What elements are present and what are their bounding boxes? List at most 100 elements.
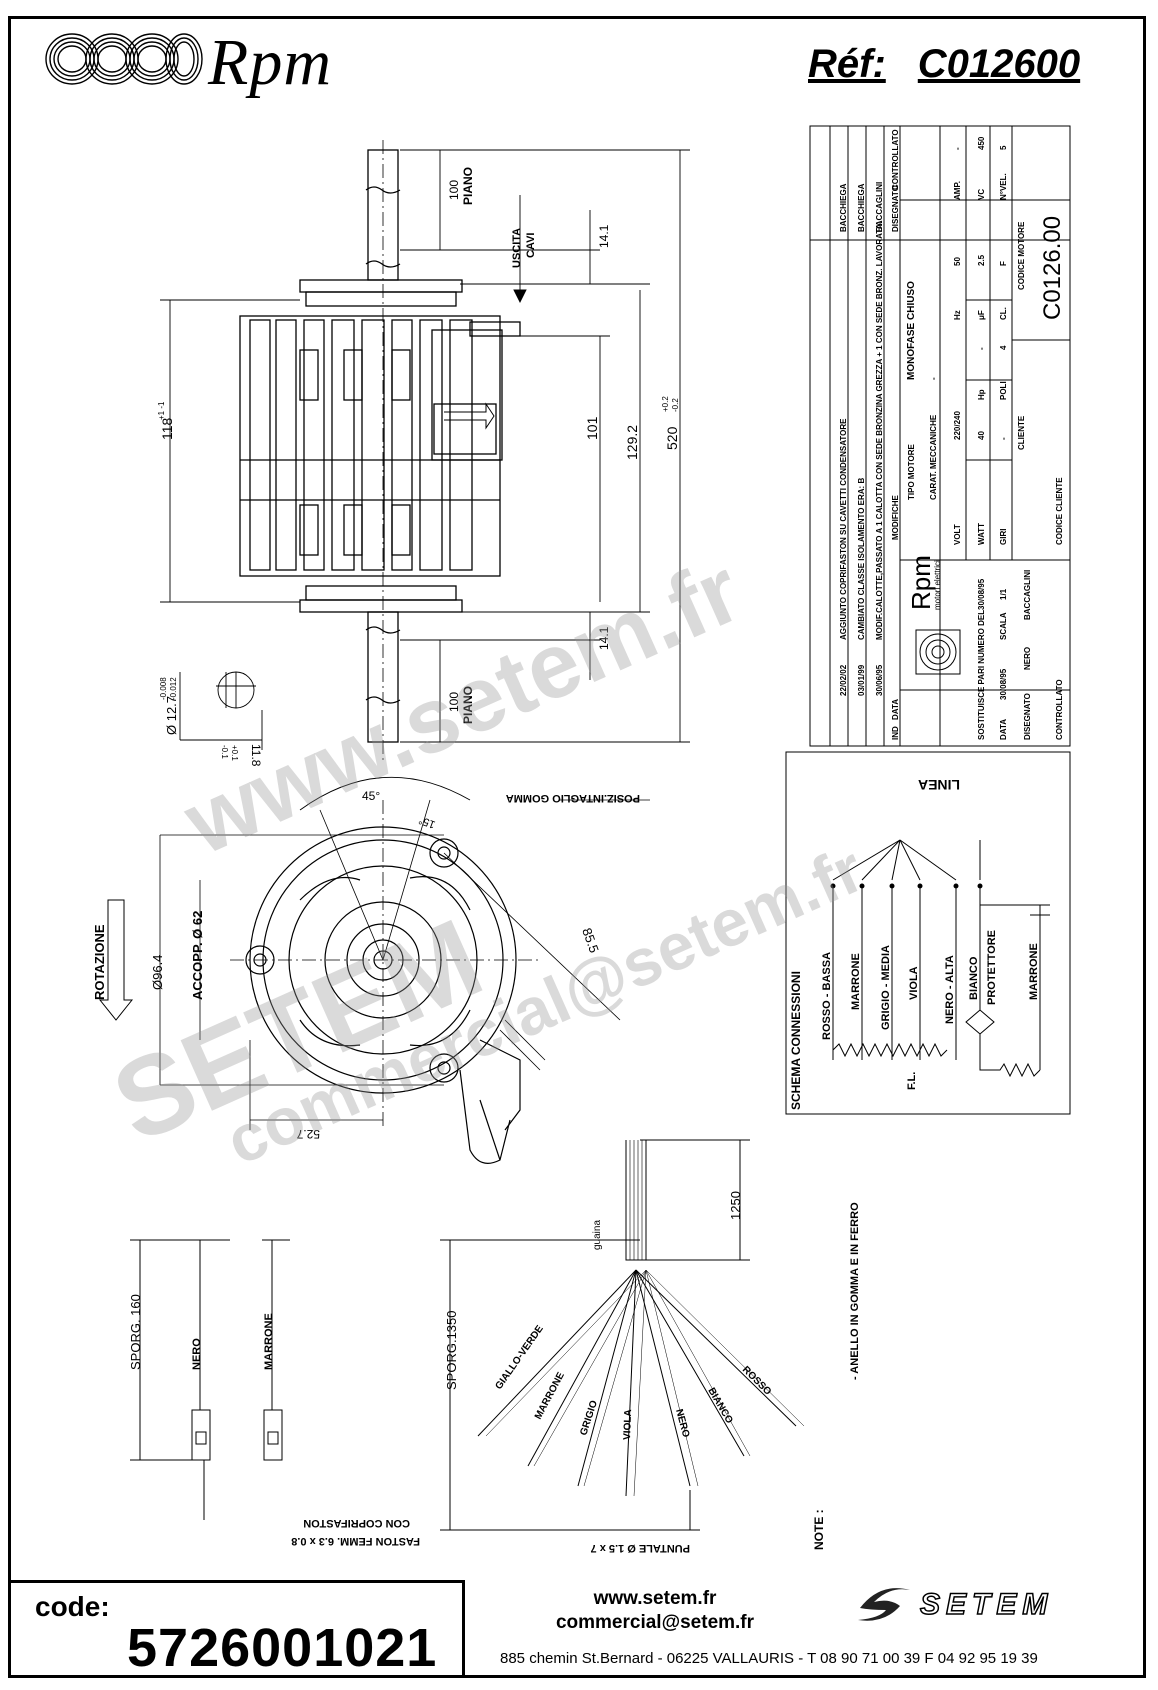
rev-3: AGGIUNTO COPRIFASTON SU CAVETTI CONDENSA… xyxy=(839,418,848,640)
schema-title: SCHEMA CONNESSIONI xyxy=(789,971,803,1110)
dim-52-7: 52.7 xyxy=(296,1127,320,1141)
dim-flat: 11.8 xyxy=(249,744,263,767)
codice-motore: C0126.00 xyxy=(1039,216,1066,320)
wire-marrone-cable: MARRONE xyxy=(533,1370,567,1421)
front-view-labels: 45° 15° POSIZ.INTAGLIO GOMMA Ø96.4 ACCOP… xyxy=(92,789,640,1141)
dim-14-1-bot: 14.1 xyxy=(597,626,611,650)
wire-bianco-cable: BIANCO xyxy=(705,1386,734,1426)
hp-value: - xyxy=(977,347,986,350)
angle-45: 45° xyxy=(362,789,380,803)
label-faston-1: FASTON FEMM. 6.3 x 0.8 xyxy=(291,1535,420,1547)
brand-logo-text: Rpm xyxy=(208,26,332,99)
poli-label: POLI xyxy=(999,381,1008,400)
rev-3-designer: BACCHIEGA xyxy=(839,183,848,232)
cliente-label: CLIENTE xyxy=(1017,415,1026,450)
rev-2-date: 03/01/99 xyxy=(857,664,866,696)
label-cavi: CAVI xyxy=(525,233,537,258)
cable-text: 1250 guaina SPORG. 160 SPORG.1350 NERO M… xyxy=(128,1191,861,1554)
label-accopp: ACCOPP. Ø 62 xyxy=(190,911,205,1000)
footer-website[interactable]: www.setem.fr xyxy=(593,1588,717,1609)
wire-protettore: PROTETTORE xyxy=(986,930,998,1005)
dim-118-tol: +1 -1 xyxy=(157,401,166,420)
shaft-tol-top: -0.008 xyxy=(159,677,168,700)
dim-85-5: 85.5 xyxy=(579,926,602,955)
disegnato-value: NERO xyxy=(1023,647,1032,670)
reference-number: Réf: C012600 xyxy=(808,42,1080,87)
uf-label: μF xyxy=(977,310,986,320)
label-uscita: USCITA xyxy=(511,228,523,268)
codice-cliente-label: CODICE CLIENTE xyxy=(1055,477,1064,545)
title-block-text: AGGIUNTO COPRIFASTON SU CAVETTI CONDENSA… xyxy=(839,129,1066,740)
amp-value: - xyxy=(953,147,962,150)
vc-label: VC xyxy=(977,189,986,200)
disegnato-by: BACCAGLINI xyxy=(1023,570,1032,620)
tipo-motore: MONOFASE CHIUSO xyxy=(906,281,917,380)
side-view-dimensions xyxy=(160,149,690,750)
hp-label: Hp xyxy=(977,389,986,400)
rev-1-designer: BACCAGLINI xyxy=(875,182,884,232)
code-box: code: 5726001021 xyxy=(8,1580,465,1678)
drawing-sheet xyxy=(8,16,1146,1678)
rpm-rings-logo xyxy=(45,33,203,85)
wire-grigio-media: GRIGIO - MEDIA xyxy=(880,945,892,1030)
shaft-tol-bot: -0.012 xyxy=(169,677,178,700)
rev-header-ctrl: CONTROLLATO xyxy=(891,129,900,190)
carat-label: CARAT. MECCANICHE xyxy=(929,414,938,500)
title-logo-brand: Rpm xyxy=(906,555,936,610)
rev-header-designer: DISEGNATO xyxy=(891,185,900,232)
label-piano-top: PIANO xyxy=(461,167,475,205)
watt-label: WATT xyxy=(977,523,986,545)
hz-value: 50 xyxy=(953,257,962,266)
dim-shaft-dia: Ø 12.7 xyxy=(164,696,179,735)
vc-value: 450 xyxy=(977,136,986,150)
sostituisce-date: 30/08/95 xyxy=(977,578,986,610)
motor-side-view xyxy=(239,140,521,760)
motor-front-view xyxy=(98,776,650,1164)
schema-text: SCHEMA CONNESSIONI LINEA ROSSO - BASSA M… xyxy=(789,777,1040,1110)
volt-label: VOLT xyxy=(953,524,962,545)
data-label: DATA xyxy=(999,719,1008,740)
ref-label: Réf: xyxy=(808,42,886,86)
footer-email[interactable]: commercial@setem.fr xyxy=(555,1612,755,1633)
wire-nero-cable: NERO xyxy=(673,1408,691,1439)
label-posiz: POSIZ.INTAGLIO GOMMA xyxy=(506,792,640,804)
dim-1250: 1250 xyxy=(728,1191,743,1220)
disegnato-label: DISEGNATO xyxy=(1023,693,1032,740)
label-piano-bot: PIANO xyxy=(461,686,475,724)
rev-3-date: 22/02/02 xyxy=(839,664,848,696)
dim-520-tol-top: +0.2 xyxy=(661,396,670,412)
wire-giallo-verde: GIALLO-VERDE xyxy=(493,1323,546,1391)
wire-viola: VIOLA xyxy=(908,966,920,1000)
nvel-label: N°VEL. xyxy=(999,173,1008,200)
schema-connessioni xyxy=(785,751,1071,1115)
rev-2: CAMBIATO CLASSE ISOLAMENTO ERA: B xyxy=(857,478,866,640)
carat-value: - xyxy=(929,377,938,380)
uf-value: 2.5 xyxy=(977,254,986,266)
cl-value: F xyxy=(999,261,1008,266)
label-puntale: PUNTALE Ø 1.5 x 7 xyxy=(591,1542,690,1554)
wire-viola-cable: VIOLA xyxy=(622,1409,634,1440)
label-guaina: guaina xyxy=(592,1220,603,1250)
wire-marrone: MARRONE xyxy=(850,953,862,1010)
rev-header-date: DATA xyxy=(891,699,900,720)
rev-header-n: IND xyxy=(891,726,900,740)
dim-sporg-1350: SPORG.1350 xyxy=(444,1311,459,1391)
rev-header-desc: MODIFICHE xyxy=(891,494,900,540)
dim-100-bot: 100 xyxy=(447,692,461,712)
wire-marrone-2: MARRONE xyxy=(1028,943,1040,1000)
angle-15: 15° xyxy=(417,813,437,830)
dim-14-1-top: 14.1 xyxy=(597,224,611,248)
code-value: 5726001021 xyxy=(127,1618,438,1678)
schema-linea: LINEA xyxy=(918,777,960,793)
wire-rosso-cable: ROSSO xyxy=(740,1364,773,1397)
setem-logo-text: SETEM xyxy=(919,1587,1054,1622)
setem-swoosh-icon xyxy=(858,1588,910,1621)
watt-value: 40 xyxy=(977,431,986,440)
rev-1-date: 30/06/95 xyxy=(875,664,884,696)
dim-100-top: 100 xyxy=(447,180,461,200)
poli-value: 4 xyxy=(999,345,1008,350)
footer-address: 885 chemin St.Bernard - 06225 VALLAURIS … xyxy=(500,1650,1038,1667)
cable-drawing xyxy=(130,1139,805,1531)
ref-value: C012600 xyxy=(917,42,1081,86)
dim-118: 118 xyxy=(159,417,175,440)
